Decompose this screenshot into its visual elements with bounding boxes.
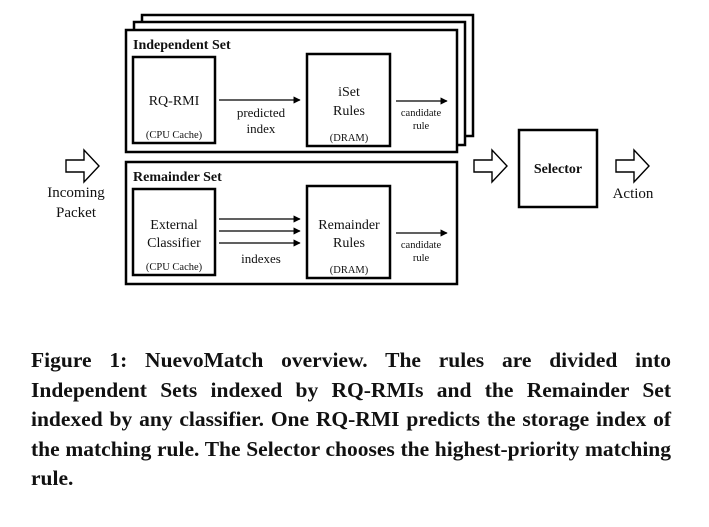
iset-candidate-label-2: rule [413,121,430,132]
remainder-rules-box [305,184,392,280]
remainder-rules-sub: (DRAM) [330,265,369,276]
remainder-candidate-label-2: rule [413,253,430,264]
iset-rules-label-1: iSet [338,85,360,100]
action-label: Action [613,186,654,202]
rq-rmi-sub: (CPU Cache) [146,130,203,141]
iset-rules-sub: (DRAM) [330,133,369,144]
action-arrow-icon [615,148,650,184]
iset-rules-label-2: Rules [333,104,365,119]
packet-label: Packet [56,205,97,221]
remainder-rules-label-2: Rules [333,236,365,251]
incoming-label: Incoming [47,185,105,201]
selector-box [517,128,599,209]
predicted-index-label-1: predicted [237,105,286,120]
remainder-rules-label-1: Remainder [318,218,380,233]
external-classifier-sub: (CPU Cache) [146,262,203,273]
external-classifier-label-2: Classifier [147,236,201,251]
remainder-set-panel: Remainder Set External Classifier (CPU C… [124,160,459,286]
figure-caption: Figure 1: NuevoMatch overview. The rules… [31,348,671,490]
to-selector-arrow-icon [473,148,508,184]
predicted-index-label-2: index [247,121,276,136]
external-classifier-label-1: External [150,218,198,233]
independent-set-panel: Independent Set RQ-RMI (CPU Cache) predi… [124,28,459,154]
indexes-label: indexes [241,251,281,266]
selector-label: Selector [534,162,582,177]
rq-rmi-label: RQ-RMI [149,94,200,109]
rq-rmi-box [131,55,217,145]
incoming-packet-arrow-icon [65,148,100,184]
independent-set-title: Independent Set [133,38,231,53]
remainder-set-title: Remainder Set [133,170,222,185]
remainder-candidate-label-1: candidate [401,240,442,251]
iset-candidate-label-1: candidate [401,108,442,119]
external-classifier-box [131,187,217,277]
iset-rules-box [305,52,392,148]
